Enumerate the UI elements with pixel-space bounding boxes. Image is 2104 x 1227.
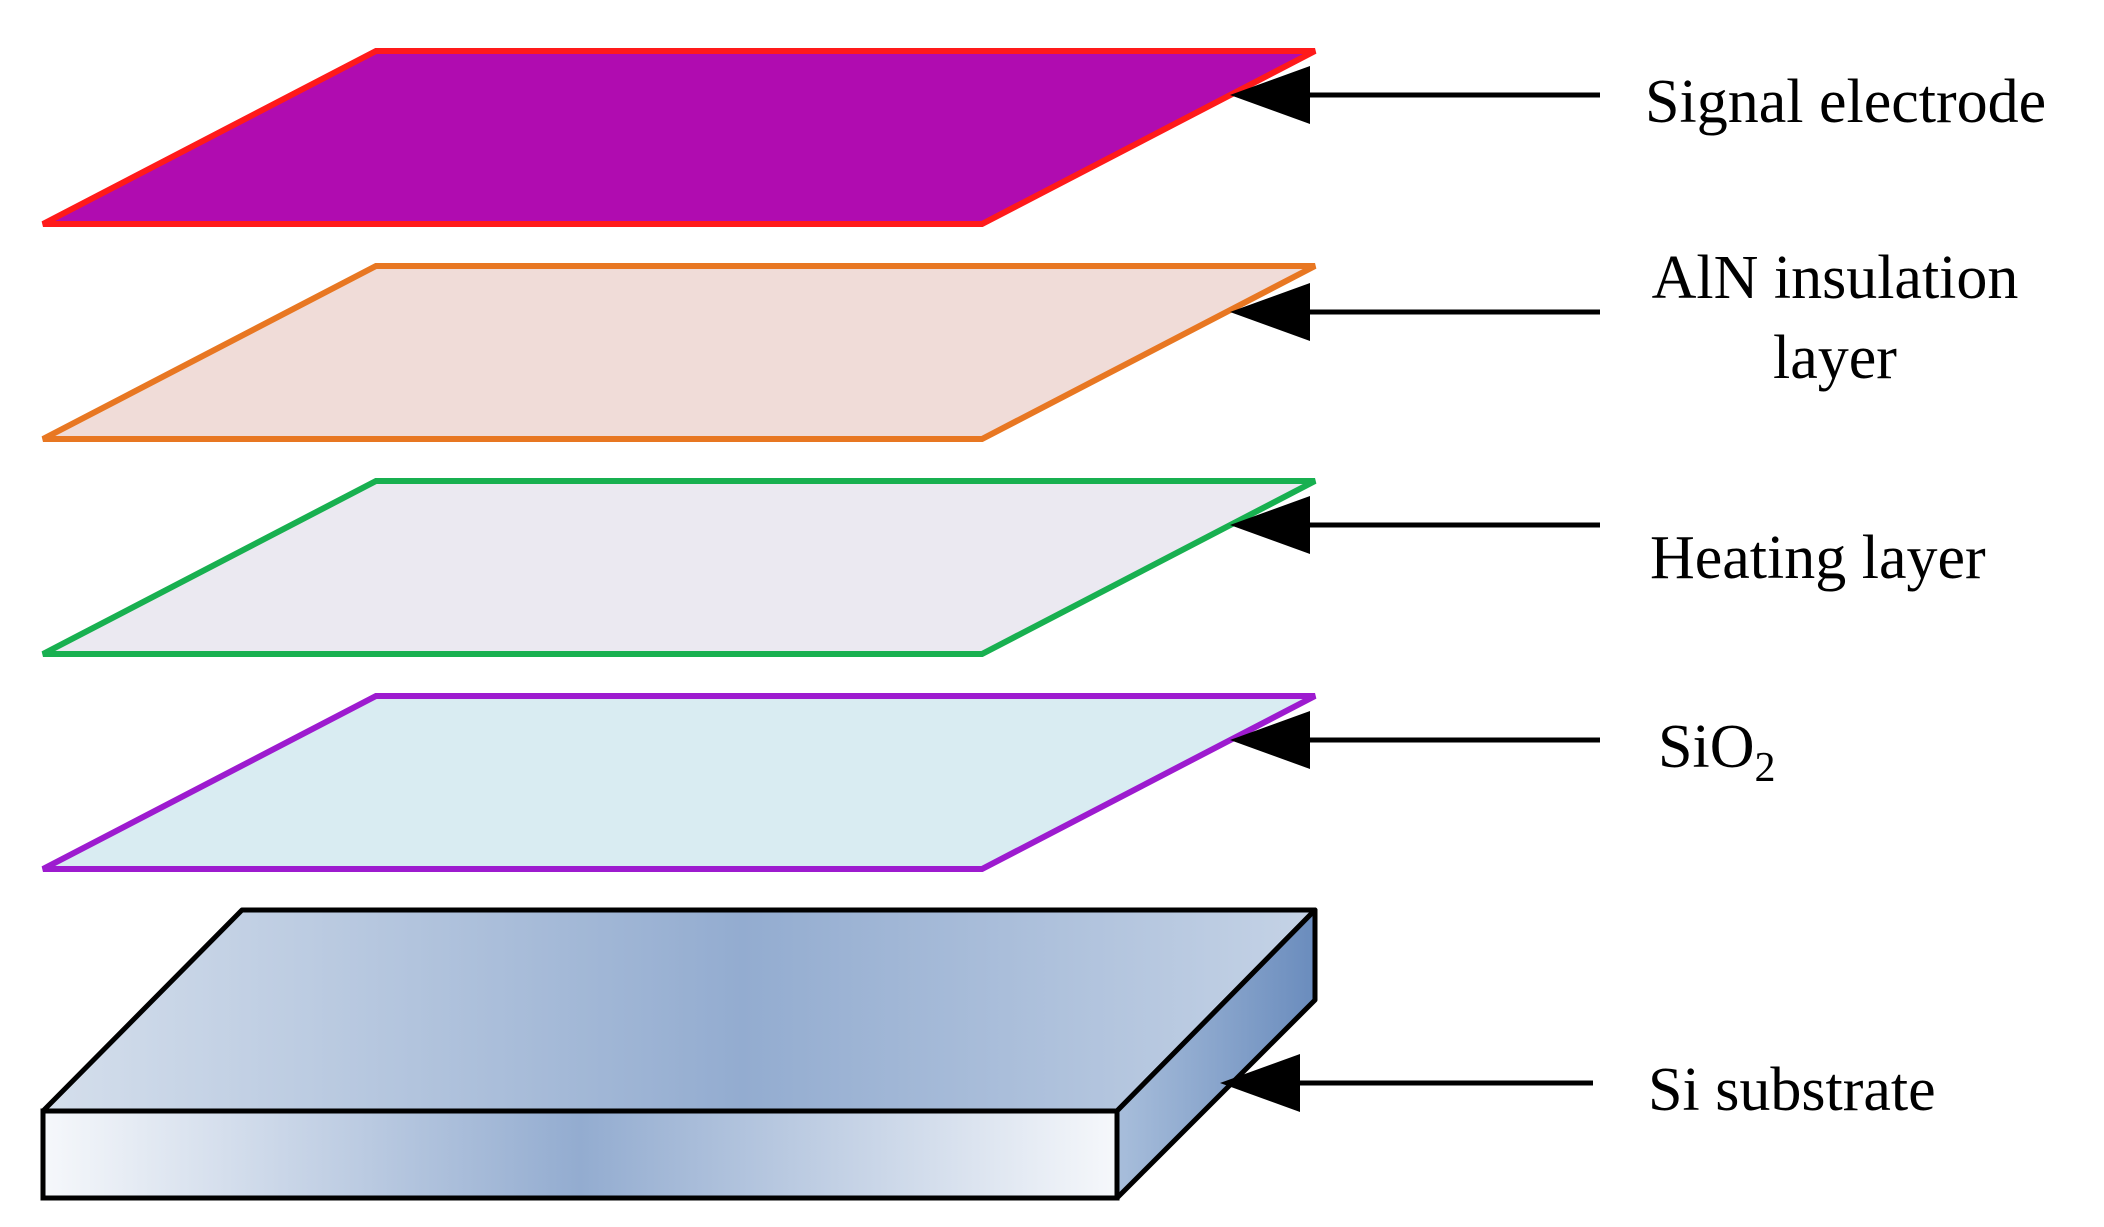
aln-insulation-layer [41,263,1317,442]
label-sio2-subscript: 2 [1754,745,1775,791]
arrow-heating-layer [1230,496,1600,554]
label-sio2-main: SiO [1658,713,1754,781]
arrow-signal-electrode [1230,66,1600,124]
heating-layer [41,478,1317,657]
arrow-si-substrate [1220,1054,1593,1112]
label-si-substrate: Si substrate [1648,1056,1936,1124]
label-sio2: SiO2 [1658,713,1775,791]
signal-electrode-layer [41,48,1317,227]
sio2-layer [41,693,1317,872]
label-aln-insulation-line2: layer [1773,324,1897,392]
label-aln-insulation-line1: AlN insulation [1652,244,2019,312]
arrow-aln-insulation [1230,283,1600,341]
substrate-front-face [40,1108,1120,1201]
si-substrate-block [40,907,1318,1201]
label-heating-layer: Heating layer [1650,524,1986,592]
arrow-sio2 [1230,711,1600,769]
substrate-top-face [40,907,1318,1114]
label-signal-electrode: Signal electrode [1645,68,2046,136]
